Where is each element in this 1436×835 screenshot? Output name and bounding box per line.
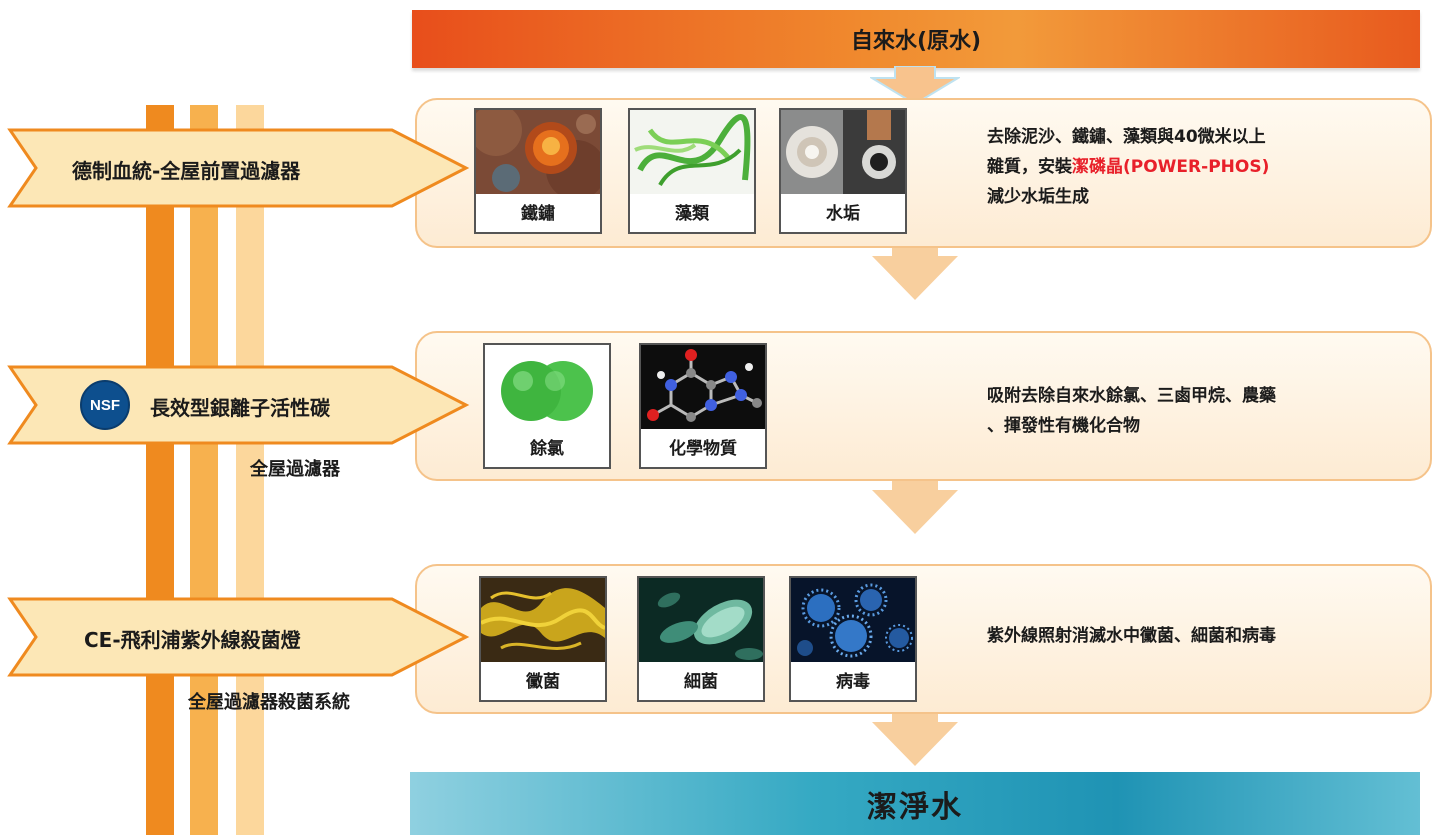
clean-water-label: 潔淨水 [867,789,963,825]
stage-3-description: 紫外線照射消滅水中黴菌、細菌和病毒 [987,621,1276,651]
flow-arrow-1-icon [870,66,960,106]
pipe-dark [146,105,174,835]
stage-1-label: 德制血統-全屋前置過濾器 [0,128,470,208]
stage-2-panel: 餘氯 化學物質 吸 [415,331,1432,481]
nsf-badge-icon: NSF [80,380,130,430]
stage-3-panel: 黴菌 細菌 病毒 紫外線照射 [415,564,1432,714]
stage-3-label: CE-飛利浦紫外線殺菌燈 [0,597,470,677]
chemicals-card-label: 化學物質 [649,431,757,461]
mold-card-label: 黴菌 [489,664,597,694]
virus-card: 病毒 [789,576,917,702]
stage-1-description: 去除泥沙、鐵鏽、藻類與40微米以上 雜質，安裝潔磷晶(POWER-PHOS) 減… [987,122,1269,212]
chlorine-card-label: 餘氯 [493,431,601,461]
virus-card-label: 病毒 [799,664,907,694]
power-phos-highlight: 潔磷晶(POWER-PHOS) [1072,157,1270,177]
algae-image [630,110,754,194]
clean-water-banner: 潔淨水 [410,772,1420,835]
rust-card: 鐵鏽 [474,108,602,234]
bacteria-card-label: 細菌 [647,664,755,694]
stage-3-desc-line-1: 紫外線照射消滅水中黴菌、細菌和病毒 [987,626,1276,646]
stage-2-description: 吸附去除自來水餘氯、三鹵甲烷、農藥 、揮發性有機化合物 [987,381,1276,441]
chemical-molecule-image [641,345,765,429]
stage-1-name: 德制血統-全屋前置過濾器 [72,159,301,183]
virus-image [791,578,915,662]
scale-card-label: 水垢 [789,196,897,226]
flow-arrow-2-icon [872,246,958,300]
chlorine-card: 餘氯 [483,343,611,469]
stage-1-desc-line-1: 去除泥沙、鐵鏽、藻類與40微米以上 [987,127,1266,147]
source-water-banner: 自來水(原水) [412,10,1420,68]
stage-2-name: 長效型銀離子活性碳 [150,396,330,420]
rust-image [476,110,600,194]
rust-card-label: 鐵鏽 [484,196,592,226]
stage-2-desc-line-1: 吸附去除自來水餘氯、三鹵甲烷、農藥 [987,386,1276,406]
mold-image [481,578,605,662]
algae-card: 藻類 [628,108,756,234]
chemicals-card: 化學物質 [639,343,767,469]
stage-3-name: CE-飛利浦紫外線殺菌燈 [84,628,301,652]
chlorine-molecule-image [485,345,609,429]
stage-2-label: NSF 長效型銀離子活性碳 [0,365,470,445]
pipe-mid [190,105,218,835]
stage-1-panel: 鐵鏽 藻類 水垢 [415,98,1432,248]
stage-1-desc-line-3: 減少水垢生成 [987,187,1089,207]
stage-3-subtitle: 全屋過濾器殺菌系統 [188,692,350,713]
mold-card: 黴菌 [479,576,607,702]
source-water-label: 自來水(原水) [850,29,982,54]
algae-card-label: 藻類 [638,196,746,226]
flow-arrow-4-icon [872,712,958,766]
flow-arrow-3-icon [872,480,958,534]
bacteria-card: 細菌 [637,576,765,702]
bacteria-image [639,578,763,662]
stage-2-desc-line-2: 、揮發性有機化合物 [987,416,1140,436]
scale-image [781,110,905,194]
scale-card: 水垢 [779,108,907,234]
pipe-light [236,105,264,835]
stage-1-desc-line-2: 雜質，安裝潔磷晶(POWER-PHOS) [987,157,1270,177]
stage-2-subtitle: 全屋過濾器 [250,459,340,480]
